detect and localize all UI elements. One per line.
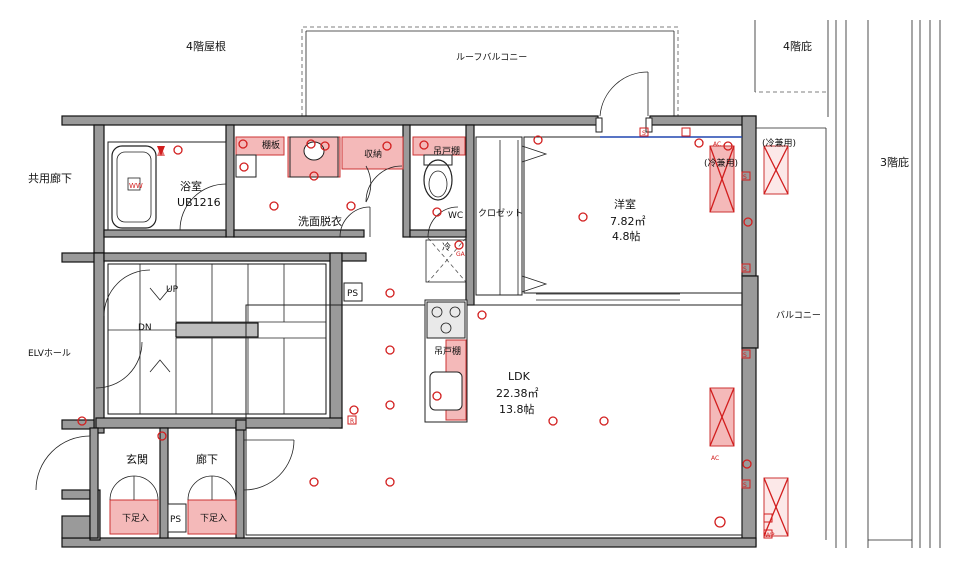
storage-board-label: 棚板 [262, 139, 280, 151]
s-symbol-3: S [743, 266, 747, 273]
storage-label: 収納 [364, 148, 382, 160]
roof-balcony-outline [301, 26, 679, 118]
common-corridor-label: 共用廊下 [28, 171, 72, 185]
roof-4f-label: 4階屋根 [186, 39, 226, 53]
electrical-symbols [77, 127, 773, 539]
ac-units [709, 145, 789, 537]
bathroom-fixtures [107, 141, 227, 231]
r-symbol: R [350, 418, 354, 425]
roof-balcony-label: ルーフバルコニー [456, 52, 527, 63]
western-room-label: 洋室 [614, 197, 636, 211]
stairwell [95, 252, 343, 429]
outer-walls [61, 115, 759, 548]
western-tatami-label: 4.8帖 [612, 230, 641, 243]
closet-area [475, 71, 743, 301]
entrance-label: 玄関 [126, 452, 148, 466]
ldk-area [243, 237, 743, 536]
s-symbol-1: S [642, 130, 646, 137]
ac-symbol-2: AC [711, 455, 719, 462]
ps-boxes [343, 282, 363, 302]
cold-label: 冷 [442, 241, 451, 253]
balcony-label: バルコニー [776, 310, 821, 321]
washroom-fixtures [235, 136, 404, 238]
shoe-box-1-label: 下足入 [122, 513, 149, 524]
bathroom-code-label: UB1216 [177, 196, 221, 209]
s-symbol-4: S [743, 352, 747, 359]
ac-symbol-1: AC [713, 141, 721, 148]
ww-symbol: WW [129, 182, 143, 190]
washroom-label: 洗面脱衣 [298, 214, 342, 228]
stair-down-label: DN [138, 323, 152, 333]
ldk-label: LDK [508, 370, 531, 383]
wc-shelf-label: 吊戸棚 [433, 145, 460, 157]
s-symbol-2: S [743, 174, 747, 181]
ps-label-2: PS [170, 515, 181, 525]
stair-up-label: UP [166, 285, 179, 295]
entrance-area [35, 269, 237, 535]
elv-hall-label: ELVホール [28, 348, 71, 359]
hallway-label: 廊下 [196, 452, 218, 466]
aircon-note-1: (冷兼用) [762, 137, 796, 149]
eaves-lines [754, 20, 941, 548]
garden-4f-label: 4階庇 [783, 39, 812, 53]
ldk-area-label: 22.38㎡ [496, 387, 539, 400]
aircon-note-2: (冷兼用) [704, 157, 738, 169]
garden-3f-label: 3階庇 [880, 155, 909, 169]
interior-walls [89, 124, 475, 539]
shoe-box-2-label: 下足入 [200, 513, 227, 524]
ga-symbol: GA [456, 251, 466, 258]
closet-label: クロゼット [478, 207, 523, 219]
ldk-tatami-label: 13.8帖 [499, 403, 535, 416]
kitchen-shelf-label: 吊戸棚 [434, 345, 461, 357]
wc-label: WC [448, 211, 463, 221]
bathroom-label: 浴室 [180, 179, 202, 193]
wp-symbol: WP [765, 532, 775, 539]
western-area-label: 7.82㎡ [610, 215, 646, 228]
ps-label-1: PS [347, 289, 358, 299]
s-symbol-5: S [743, 482, 747, 489]
